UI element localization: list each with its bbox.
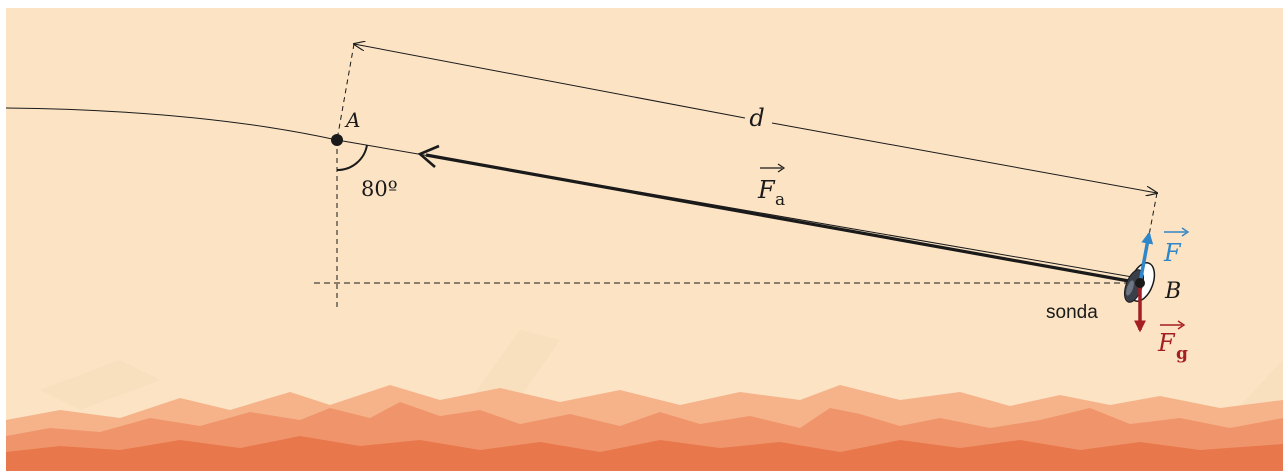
point-b-label: B xyxy=(1164,279,1181,304)
sky-background xyxy=(6,8,1283,471)
applied-force-arrowhead xyxy=(417,144,440,168)
applied-force-symbol: F xyxy=(757,176,776,204)
extension-line-a xyxy=(336,43,355,141)
point-b xyxy=(1135,278,1145,288)
point-a-label: A xyxy=(344,108,360,132)
force-gravity-subscript: g xyxy=(1176,344,1188,364)
force-f-arrow xyxy=(1138,231,1154,284)
mountain-ridges xyxy=(6,385,1283,471)
applied-force-label: F a xyxy=(757,163,785,210)
force-gravity-label: F g xyxy=(1157,320,1188,364)
distance-label: d xyxy=(749,104,764,132)
applied-force-arrow xyxy=(425,153,1141,285)
distance-line-right xyxy=(771,122,1157,193)
distance-line-left xyxy=(354,44,746,119)
applied-force-subscript: a xyxy=(775,190,785,210)
angle-label: 80º xyxy=(361,177,398,201)
trajectory-curve xyxy=(5,107,1151,281)
angle-arc xyxy=(336,144,368,172)
force-f-label: F xyxy=(1163,227,1190,267)
force-gravity-symbol: F xyxy=(1157,329,1176,357)
force-f-symbol: F xyxy=(1163,239,1182,267)
probe-label: sonda xyxy=(1046,302,1098,323)
point-a xyxy=(331,134,343,146)
